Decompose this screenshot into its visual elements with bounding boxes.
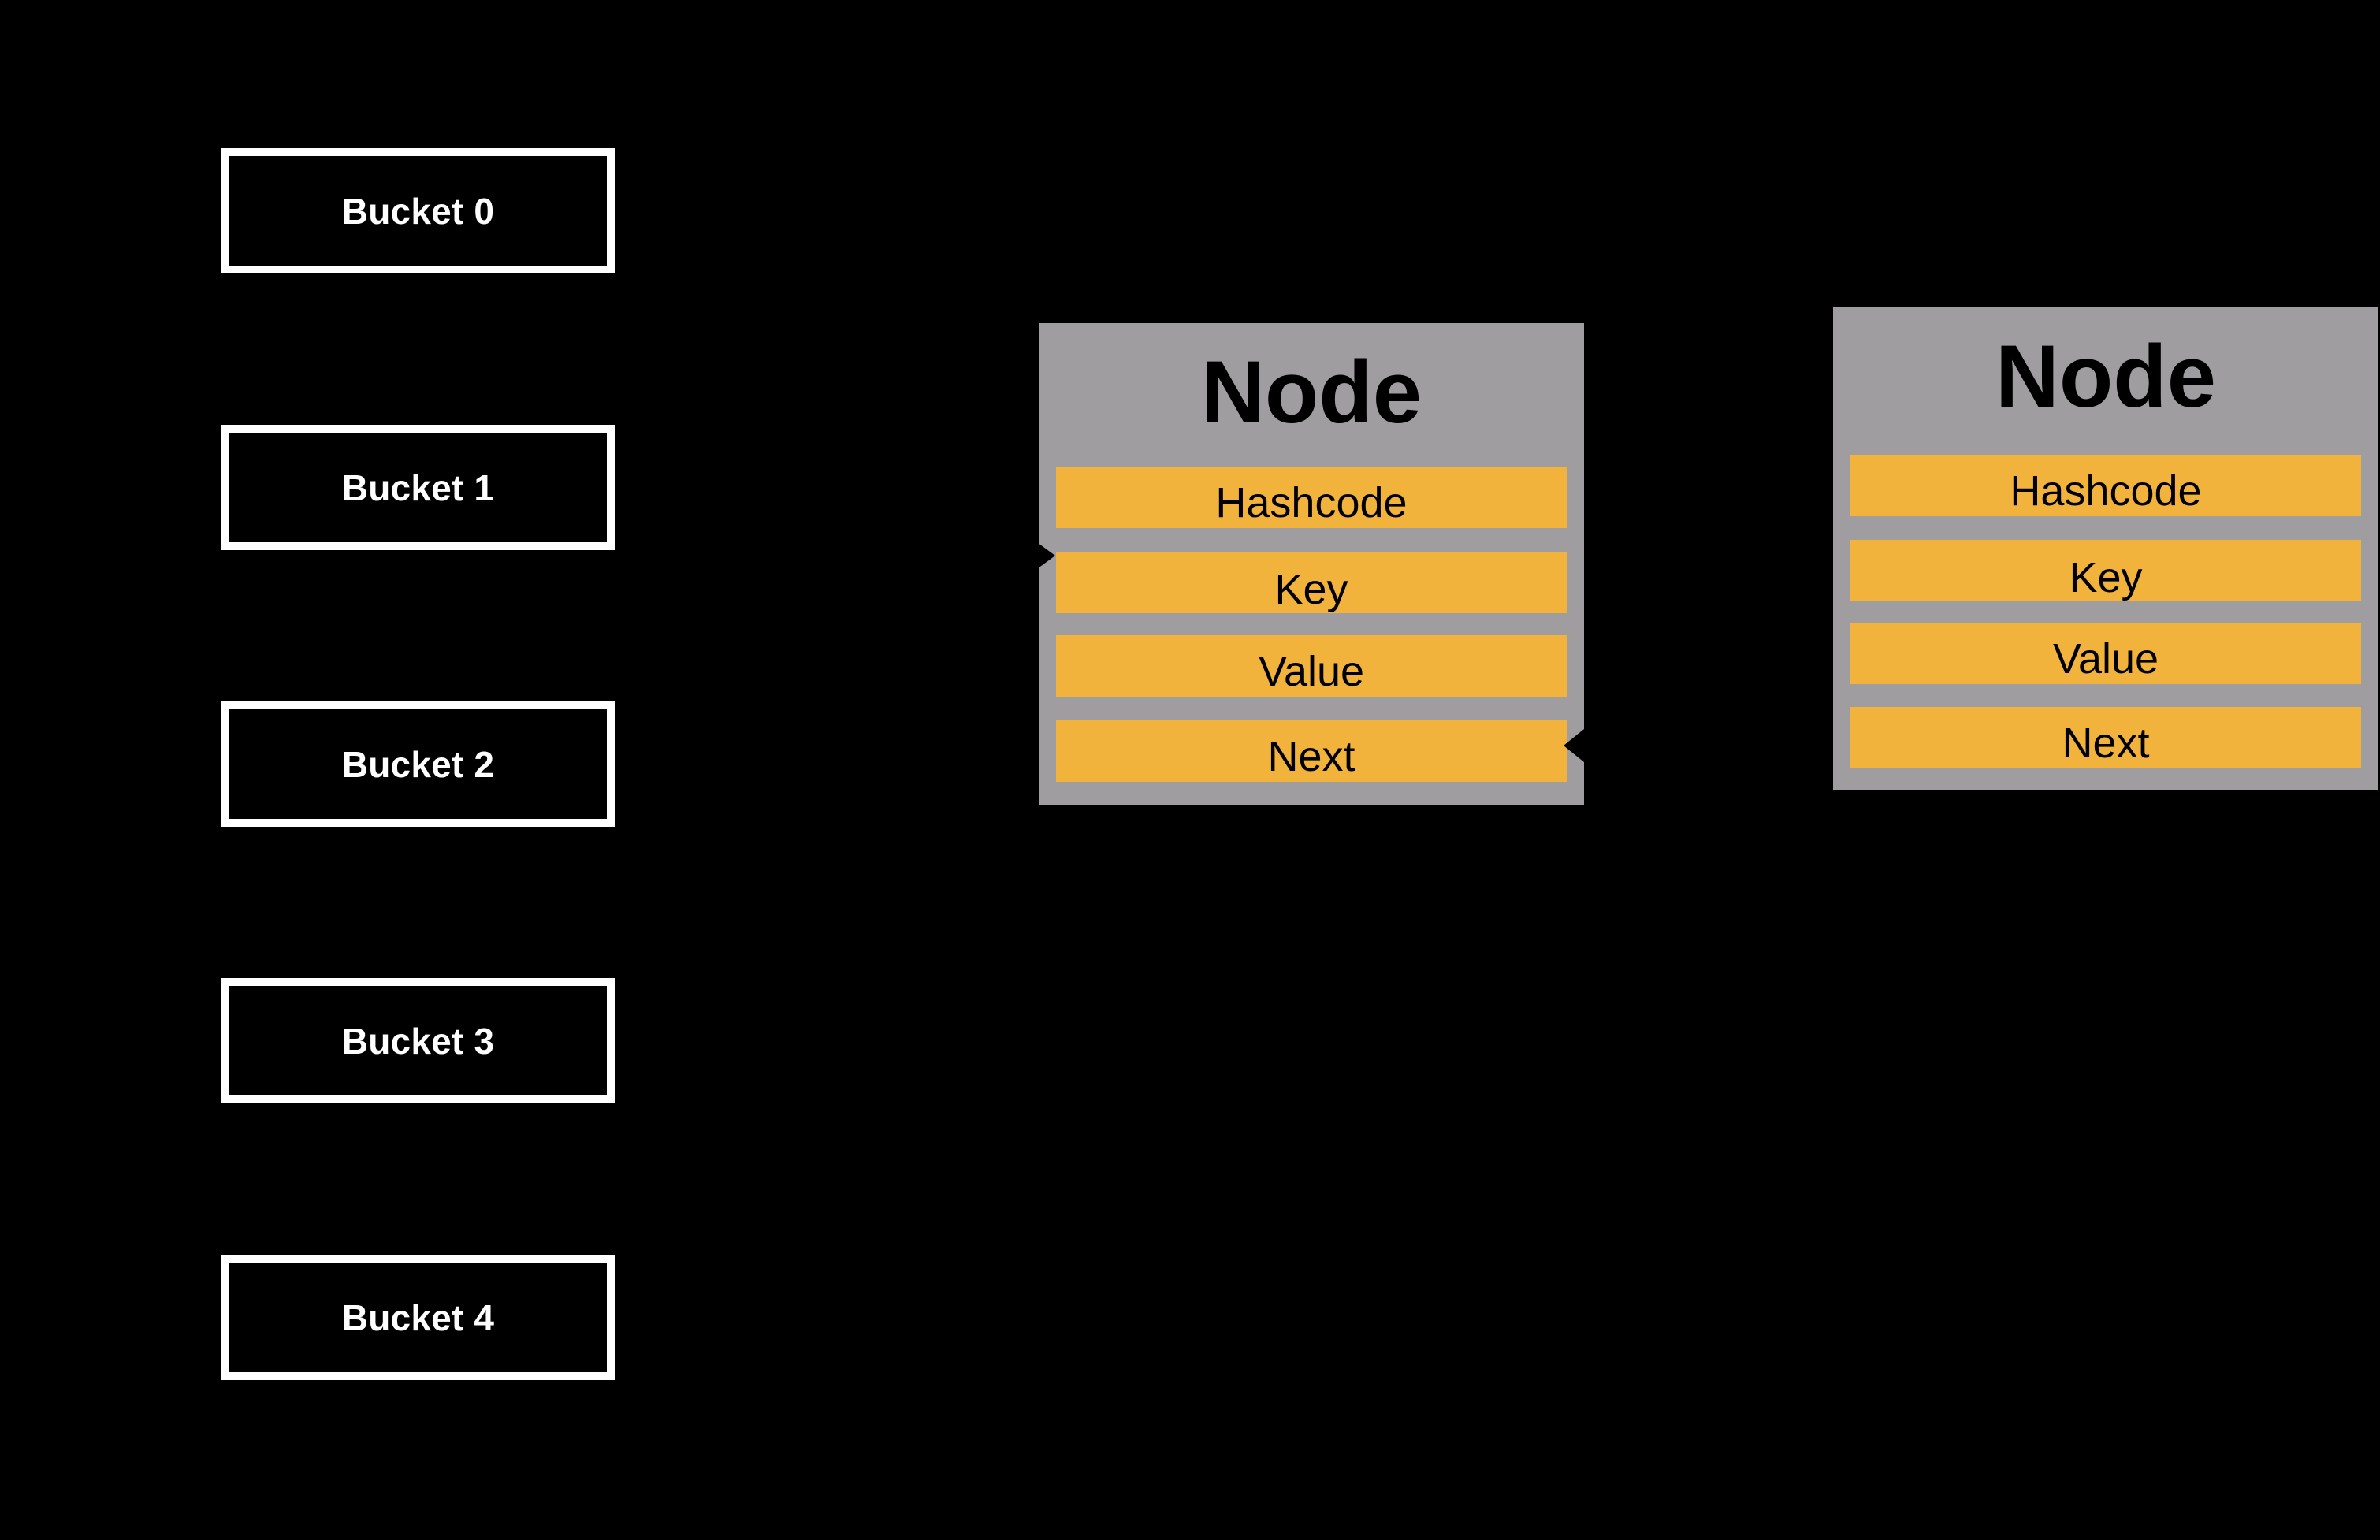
node-field-next[interactable]: Next xyxy=(1850,707,2361,768)
node-title: Node xyxy=(1995,327,2216,426)
bucket-box-1[interactable]: Bucket 1 xyxy=(221,425,615,550)
bucket-box-4[interactable]: Bucket 4 xyxy=(221,1255,615,1380)
node-field-key[interactable]: Key xyxy=(1056,552,1567,613)
node-field-label: Hashcode xyxy=(2010,467,2202,515)
node-field-hashcode[interactable]: Hashcode xyxy=(1056,467,1567,528)
node-field-label: Next xyxy=(1267,733,1355,780)
bucket-box-2[interactable]: Bucket 2 xyxy=(221,701,615,827)
bucket-label: Bucket 1 xyxy=(341,467,495,508)
bucket-label: Bucket 4 xyxy=(341,1296,495,1338)
node-field-label: Value xyxy=(1258,648,1365,695)
node-field-label: Hashcode xyxy=(1215,479,1408,526)
node1-next-to-node2-arrowhead xyxy=(1564,729,1584,762)
node-field-label: Value xyxy=(2052,635,2159,683)
node-field-value[interactable]: Value xyxy=(1850,623,2361,684)
bucket-label: Bucket 3 xyxy=(341,1020,495,1062)
bucket-to-node1-arrowhead xyxy=(1035,541,1055,571)
node-field-value[interactable]: Value xyxy=(1056,635,1567,697)
bucket-box-3[interactable]: Bucket 3 xyxy=(221,978,615,1103)
node-field-label: Next xyxy=(2062,720,2150,767)
bucket-box-0[interactable]: Bucket 0 xyxy=(221,148,615,273)
node-field-next[interactable]: Next xyxy=(1056,720,1567,782)
node-field-key[interactable]: Key xyxy=(1850,540,2361,601)
node-title: Node xyxy=(1201,343,1422,441)
bucket-label: Bucket 2 xyxy=(341,743,495,785)
bucket-label: Bucket 0 xyxy=(341,190,495,232)
node-field-label: Key xyxy=(2069,554,2143,601)
node-field-label: Key xyxy=(1274,566,1348,613)
node-field-hashcode[interactable]: Hashcode xyxy=(1850,455,2361,516)
